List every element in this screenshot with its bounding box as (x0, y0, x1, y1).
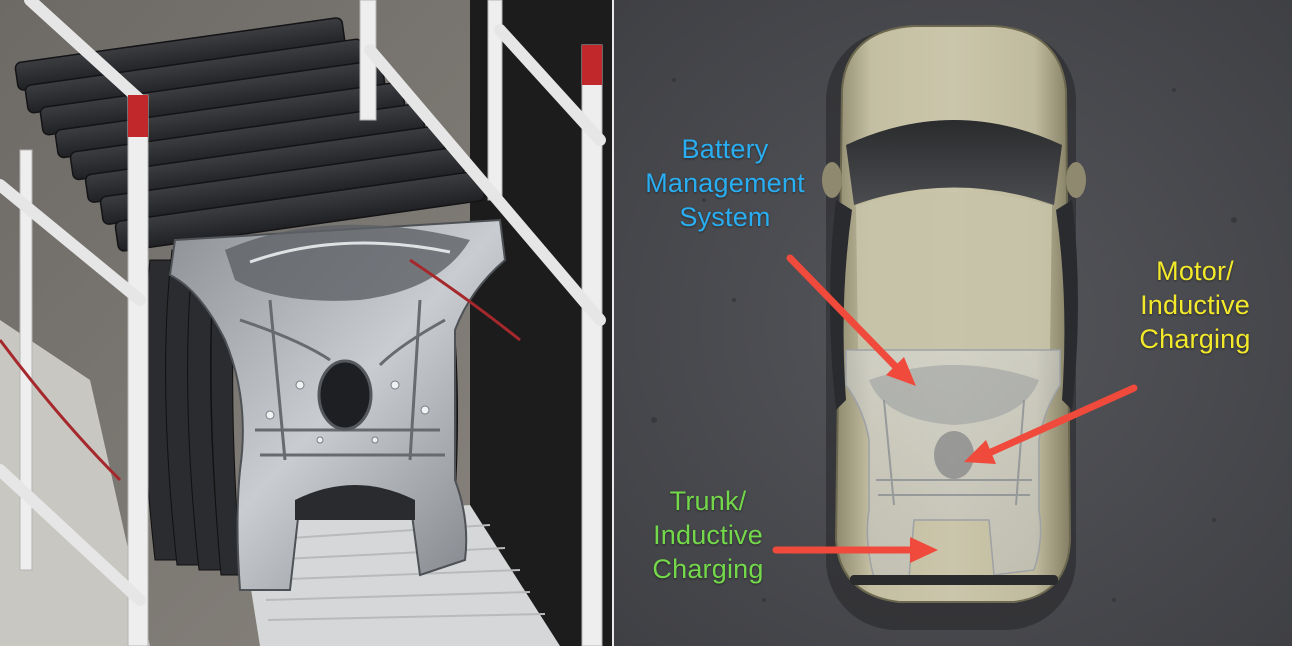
label-line: Charging (652, 554, 764, 584)
casting-overlay (845, 349, 1061, 579)
castings-rack-photo (0, 0, 612, 646)
motor-inductive-charging-label: Motor/ Inductive Charging (1100, 254, 1290, 356)
motor-arrow-head (964, 440, 996, 464)
car-top-view-photo (614, 0, 1292, 646)
castings-rack-illustration (0, 0, 612, 646)
label-line: Trunk/ (669, 486, 747, 516)
arrows (772, 254, 1138, 563)
label-line: Battery (681, 134, 769, 164)
label-line: Charging (1139, 324, 1251, 354)
label-line: Inductive (653, 520, 763, 550)
motor-arrow (985, 384, 1138, 457)
panel-divider (612, 0, 614, 646)
trunk-inductive-charging-label: Trunk/ Inductive Charging (608, 484, 808, 586)
label-line: Management (645, 168, 805, 198)
trunk-arrow-head (910, 537, 938, 563)
battery-management-system-label: Battery Management System (600, 132, 850, 234)
car-top-view-illustration (614, 0, 1292, 646)
label-line: System (679, 202, 771, 232)
label-line: Inductive (1140, 290, 1250, 320)
label-line: Motor/ (1156, 256, 1234, 286)
bms-arrow-head (886, 357, 916, 386)
bms-arrow (786, 254, 900, 371)
